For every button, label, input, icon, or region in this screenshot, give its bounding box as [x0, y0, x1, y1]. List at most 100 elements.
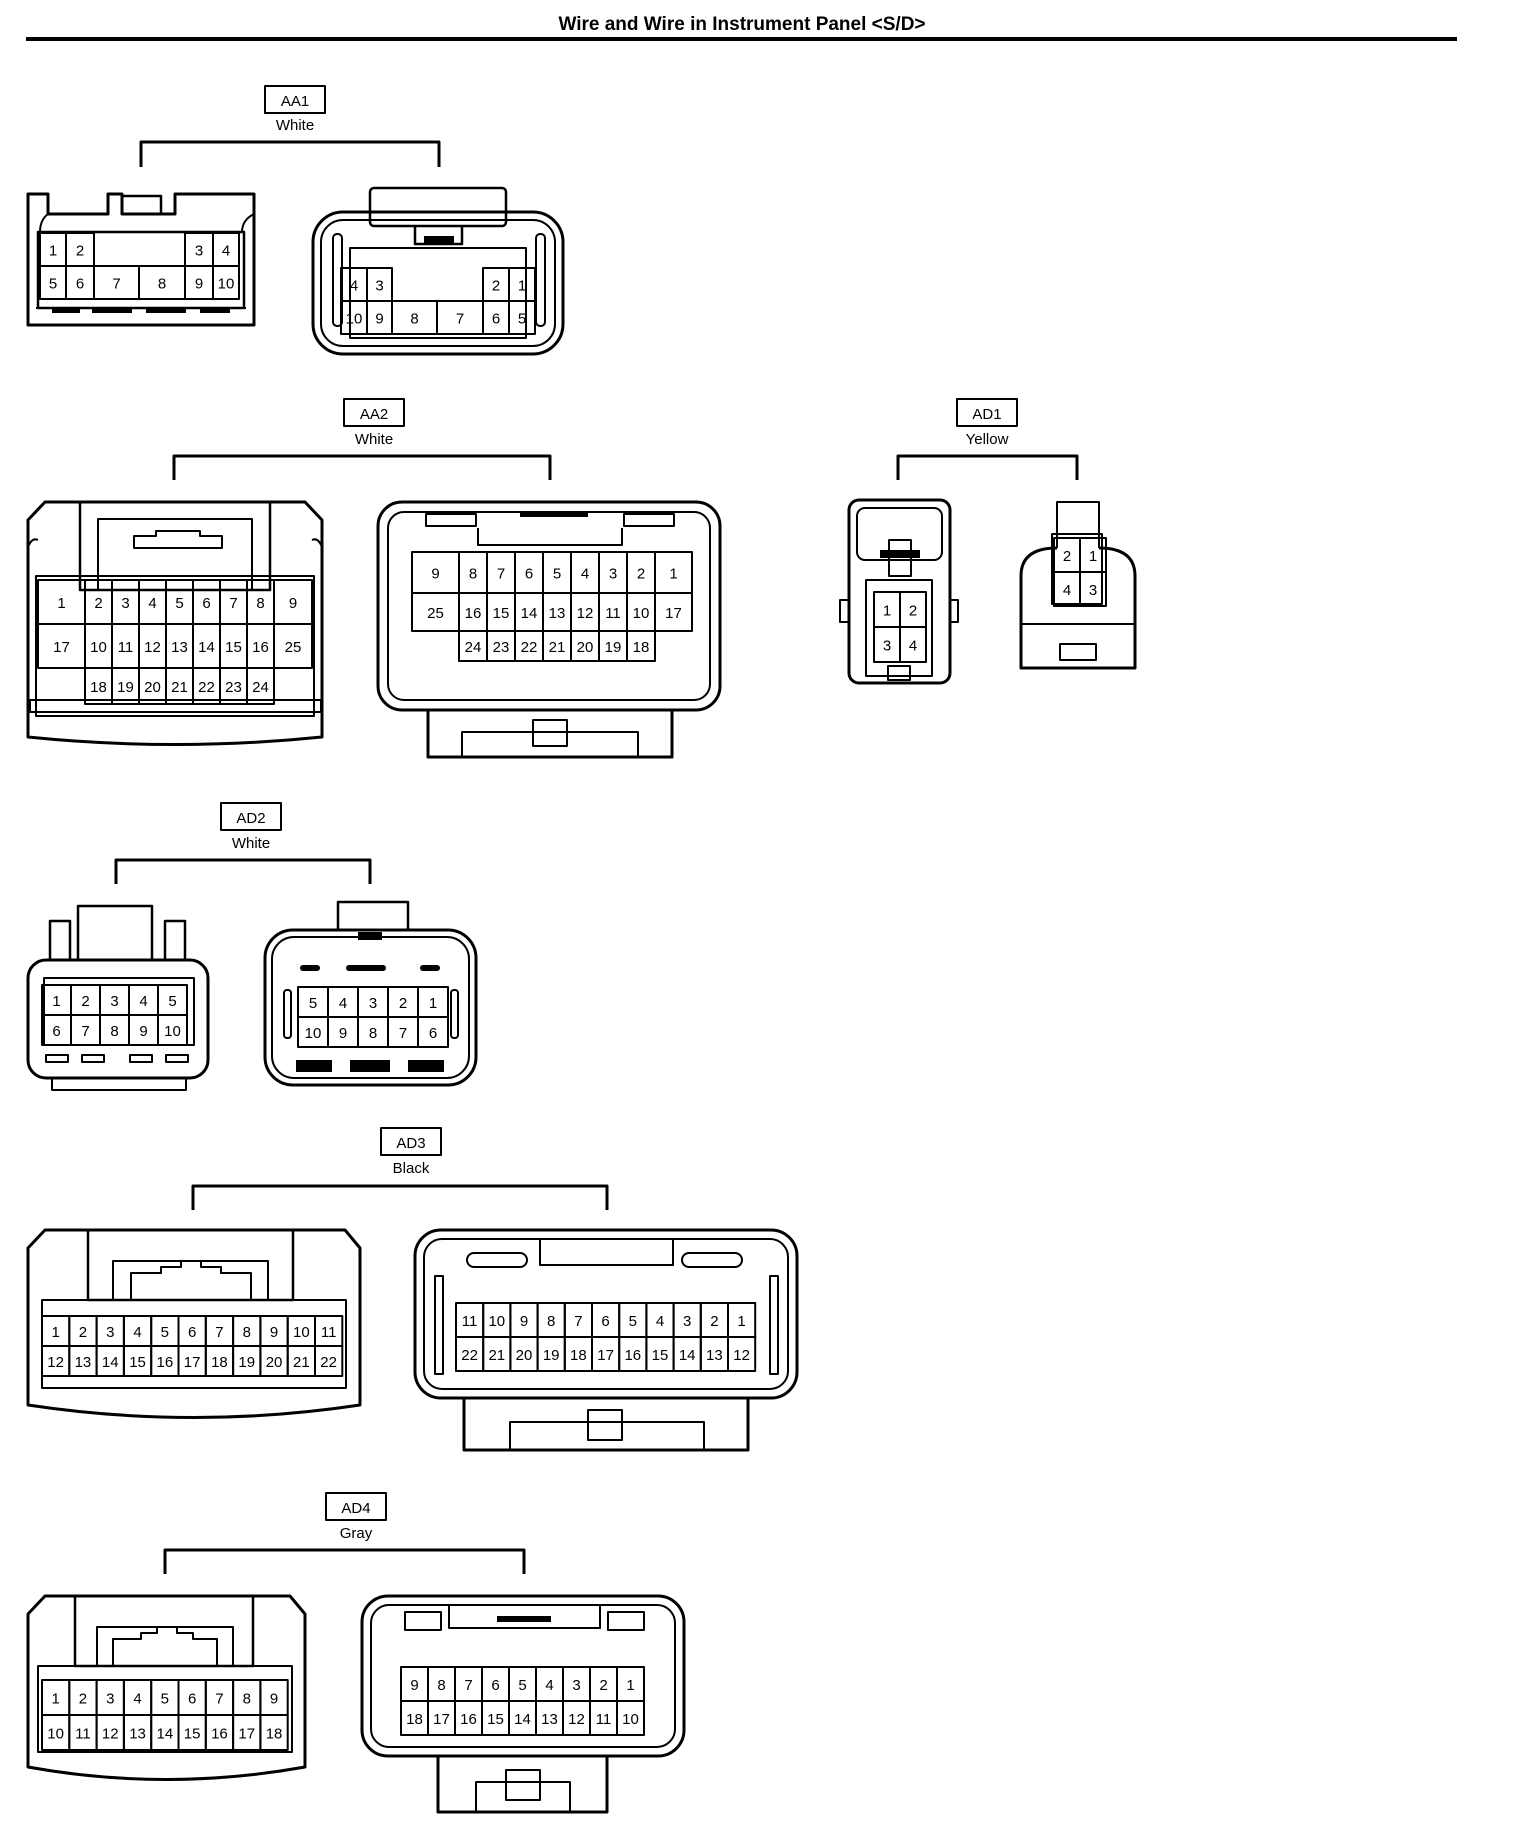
pin-number: 12 — [733, 1347, 750, 1364]
pin-number: 3 — [609, 566, 617, 583]
connector-view-left-body — [26, 1594, 307, 1781]
pin-number: 18 — [266, 1726, 283, 1743]
connector-code: AD2 — [236, 810, 265, 827]
terminal-cell — [727, 1336, 757, 1372]
pin-number: 10 — [47, 1726, 64, 1743]
pin-number: 18 — [211, 1354, 228, 1371]
pin-number: 4 — [133, 1691, 141, 1708]
pin-number: 9 — [289, 595, 297, 612]
connector-view-left-body — [26, 1228, 362, 1419]
connector-color: Gray — [340, 1525, 373, 1542]
pin-number: 18 — [570, 1347, 587, 1364]
pin-number: 16 — [465, 605, 482, 622]
pin-number: 24 — [465, 639, 482, 656]
pin-number: 3 — [110, 993, 118, 1010]
pin-number: 10 — [633, 605, 650, 622]
pin-number: 8 — [369, 1025, 377, 1042]
pin-number: 2 — [399, 995, 407, 1012]
pin-number: 5 — [518, 311, 526, 328]
pin-number: 9 — [339, 1025, 347, 1042]
connector-code-box — [325, 1492, 387, 1521]
pin-number: 10 — [488, 1313, 505, 1330]
connector-code-box — [380, 1127, 442, 1156]
pin-number: 15 — [487, 1711, 504, 1728]
connector-view-left-body — [839, 498, 959, 685]
pin-number: 20 — [266, 1354, 283, 1371]
pin-number: 6 — [429, 1025, 437, 1042]
connector-color: Yellow — [966, 431, 1009, 448]
pin-number: 2 — [81, 993, 89, 1010]
pin-number: 2 — [94, 595, 102, 612]
pin-number: 1 — [57, 595, 65, 612]
pin-number: 5 — [309, 995, 317, 1012]
connector-code-box — [264, 85, 326, 114]
pin-number: 13 — [549, 605, 566, 622]
connector-code: AD1 — [972, 406, 1001, 423]
pin-number: 9 — [139, 1023, 147, 1040]
pin-number: 3 — [683, 1313, 691, 1330]
pin-number: 13 — [171, 639, 188, 656]
pin-number: 14 — [198, 639, 215, 656]
pin-number: 12 — [102, 1726, 119, 1743]
pin-number: 13 — [706, 1347, 723, 1364]
pin-number: 11 — [118, 639, 134, 656]
pin-number: 5 — [175, 595, 183, 612]
pin-number: 6 — [525, 566, 533, 583]
pin-number: 6 — [202, 595, 210, 612]
pin-number: 1 — [429, 995, 437, 1012]
pin-number: 20 — [144, 679, 161, 696]
pin-number: 10 — [164, 1023, 181, 1040]
pin-number: 20 — [516, 1347, 533, 1364]
pin-number: 8 — [410, 311, 418, 328]
page-title: Wire and Wire in Instrument Panel <S/D> — [558, 14, 925, 35]
pin-number: 4 — [656, 1313, 664, 1330]
pin-number: 22 — [521, 639, 538, 656]
connector-code-box — [343, 398, 405, 427]
connector-bracket — [896, 454, 1079, 480]
terminal-cell — [616, 1700, 645, 1736]
connector-code: AA1 — [281, 93, 309, 110]
pin-number: 14 — [102, 1354, 119, 1371]
pin-number: 9 — [195, 276, 203, 293]
pin-number: 13 — [541, 1711, 558, 1728]
pin-number: 8 — [243, 1324, 251, 1341]
connector-bracket — [114, 858, 372, 884]
connector-view-right-body — [376, 500, 722, 759]
pin-number: 12 — [577, 605, 594, 622]
pin-number: 5 — [553, 566, 561, 583]
pin-number: 2 — [79, 1324, 87, 1341]
pin-number: 17 — [597, 1347, 614, 1364]
connector-code-box — [956, 398, 1018, 427]
pin-number: 6 — [52, 1023, 60, 1040]
connector-code-box — [220, 802, 282, 831]
pin-number: 17 — [238, 1726, 255, 1743]
pin-number: 23 — [225, 679, 242, 696]
connector-view-right-body — [360, 1594, 686, 1814]
pin-number: 1 — [737, 1313, 745, 1330]
terminal-cell — [212, 265, 240, 300]
pin-number: 1 — [49, 243, 57, 260]
pin-number: 7 — [497, 566, 505, 583]
pin-number: 11 — [75, 1726, 91, 1743]
pin-number: 21 — [549, 639, 566, 656]
pin-number: 1 — [883, 603, 891, 620]
pin-number: 17 — [433, 1711, 450, 1728]
pin-number: 1 — [669, 566, 677, 583]
pin-number: 10 — [305, 1025, 322, 1042]
pin-number: 22 — [198, 679, 215, 696]
pin-number: 2 — [492, 278, 500, 295]
pin-number: 14 — [679, 1347, 696, 1364]
pin-number: 3 — [369, 995, 377, 1012]
pin-number: 14 — [514, 1711, 531, 1728]
terminal-cell — [654, 592, 693, 632]
connector-color: White — [355, 431, 393, 448]
pin-number: 6 — [491, 1677, 499, 1694]
